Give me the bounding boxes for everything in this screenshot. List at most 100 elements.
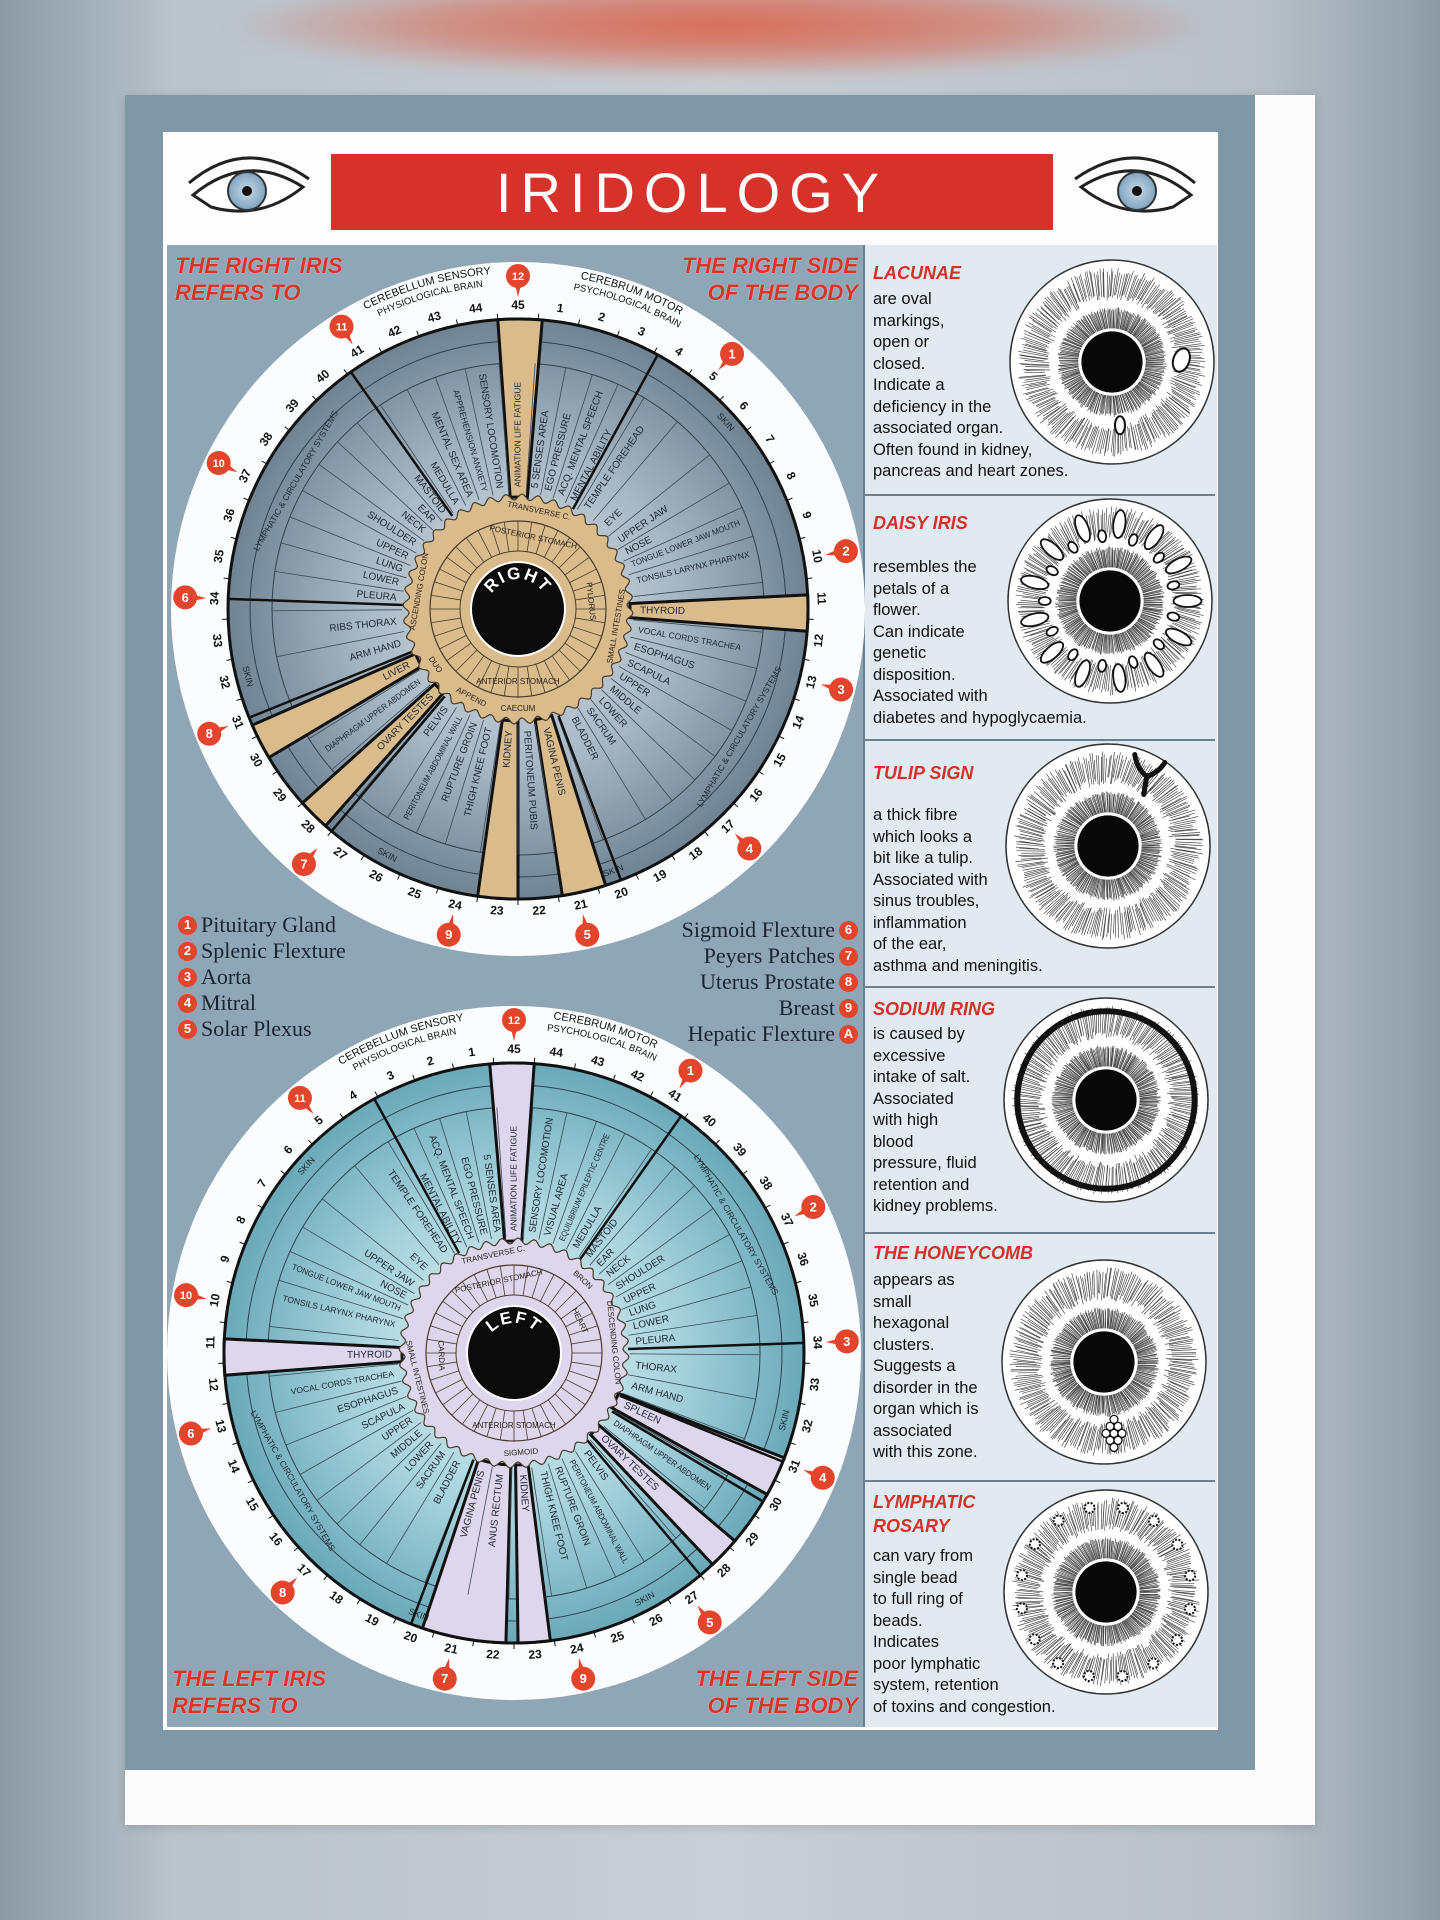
legend-label: Splenic Flexture xyxy=(201,938,346,963)
scale-number: 10 xyxy=(207,1292,223,1308)
stomach-spoke xyxy=(569,568,597,584)
scale-number: 23 xyxy=(528,1647,543,1662)
zone-divider xyxy=(269,1363,399,1377)
zone-divider xyxy=(435,377,480,500)
zone-divider xyxy=(272,609,403,612)
daisy-petal xyxy=(1172,594,1203,608)
marker-badge: 8 xyxy=(839,972,858,992)
marker-icon xyxy=(206,451,231,476)
honeycomb-cell xyxy=(1113,1421,1123,1432)
heading-line: THE RIGHT IRIS xyxy=(175,253,343,278)
zone-divider xyxy=(380,404,454,514)
scale-number: 36 xyxy=(220,506,238,523)
marker-icon xyxy=(287,1085,312,1110)
zone-divider xyxy=(577,708,646,820)
scale-tick xyxy=(431,1631,435,1638)
heading-line: THE LEFT IRIS xyxy=(172,1666,326,1691)
stomach-spoke xyxy=(477,660,493,688)
zone-divider xyxy=(534,723,556,853)
eyelid-crease xyxy=(1074,156,1196,185)
zone-divider xyxy=(336,1433,431,1525)
stomach-spoke xyxy=(522,1266,529,1296)
marker-number: 6 xyxy=(187,1426,194,1441)
marker-number: 3 xyxy=(837,682,844,697)
zone-divider xyxy=(289,1251,409,1306)
zone-divider xyxy=(289,516,411,566)
stomach-spoke xyxy=(439,568,467,584)
zone-divider xyxy=(439,1118,480,1243)
digestive-label: CARDIA xyxy=(436,1340,446,1371)
daisy-petal xyxy=(1067,648,1079,662)
marker-number: 9 xyxy=(445,927,452,942)
marker-number: 2 xyxy=(842,544,849,559)
zone-divider xyxy=(413,1128,468,1248)
scale-tick xyxy=(226,658,233,661)
honeycomb-cell xyxy=(1109,1442,1119,1453)
major-divider xyxy=(586,1439,702,1576)
zone-divider xyxy=(525,363,536,494)
lacuna-mark xyxy=(1114,415,1126,436)
stomach-spoke xyxy=(575,617,605,624)
stomach-spoke xyxy=(526,522,533,552)
major-divider xyxy=(619,1394,784,1463)
lymphatic-bead xyxy=(1015,1602,1028,1615)
scale-number: 32 xyxy=(799,1418,816,1435)
scale-tick xyxy=(758,770,764,775)
scale-tick xyxy=(795,1280,802,1284)
scale-tick xyxy=(573,1063,577,1070)
iris-illustration-sodium xyxy=(1003,997,1209,1203)
honeycomb-cell xyxy=(1109,1414,1119,1425)
zone-divider xyxy=(275,1380,402,1413)
scale-tick xyxy=(631,1617,635,1624)
marker-number: 5 xyxy=(584,927,591,942)
zone-divider xyxy=(598,1185,695,1275)
sodium-ring xyxy=(1014,1008,1198,1192)
zone-divider xyxy=(614,1410,728,1477)
scale-tick xyxy=(343,369,348,375)
scale-number: 20 xyxy=(402,1628,420,1646)
sign-description: resembles the petals of a flower. Can in… xyxy=(873,558,1087,727)
zone-divider xyxy=(561,1458,616,1578)
heading-right-iris: THE RIGHT IRIS REFERS TO xyxy=(175,252,342,306)
zone-divider xyxy=(592,421,678,521)
zone-divider xyxy=(557,717,604,841)
scale-tick xyxy=(451,1063,455,1070)
scale-tick xyxy=(778,735,785,740)
stomach-spoke xyxy=(543,660,559,688)
digestive-label: ANTERIOR STOMACH xyxy=(476,677,560,686)
stomach-spoke xyxy=(473,1404,489,1432)
scale-number: 43 xyxy=(589,1052,606,1069)
zone-divider xyxy=(622,1393,745,1440)
heading-left-side: THE LEFT SIDE OF THE BODY xyxy=(695,1665,858,1719)
zone-label: ANIMATION LIFE FATIGUE xyxy=(508,1126,518,1231)
eyelid-crease xyxy=(188,156,310,185)
daisy-petal xyxy=(1045,565,1059,577)
marker-badge: 2 xyxy=(178,941,197,961)
zone-label: THORAX xyxy=(635,1360,678,1375)
zone-divider xyxy=(608,454,710,537)
marker-icon xyxy=(697,1610,722,1635)
scale-number: 30 xyxy=(247,751,266,770)
scale-number: 26 xyxy=(367,866,386,885)
zone-divider xyxy=(354,1165,440,1265)
stomach-spoke xyxy=(575,594,605,601)
zone-divider xyxy=(498,363,510,494)
iris-illustration-daisy xyxy=(1007,498,1213,704)
marker-number: 1 xyxy=(687,1063,694,1078)
marker-number: 11 xyxy=(336,322,348,334)
lymphatic-bead xyxy=(1028,1538,1041,1551)
scale-tick xyxy=(374,1091,379,1098)
poster-title: IRIDOLOGY xyxy=(331,154,1053,230)
zone-divider xyxy=(577,397,645,510)
heading-line: THE LEFT SIDE xyxy=(695,1666,858,1691)
zone-divider xyxy=(496,1107,507,1238)
marker-badge: A xyxy=(839,1024,858,1044)
heading-line: REFERS TO xyxy=(175,280,301,305)
scale-tick xyxy=(272,770,278,775)
stomach-spoke xyxy=(503,522,510,552)
scale-number: 45 xyxy=(511,298,525,312)
stomach-spoke xyxy=(439,634,467,650)
marker-badge: 9 xyxy=(839,998,858,1018)
